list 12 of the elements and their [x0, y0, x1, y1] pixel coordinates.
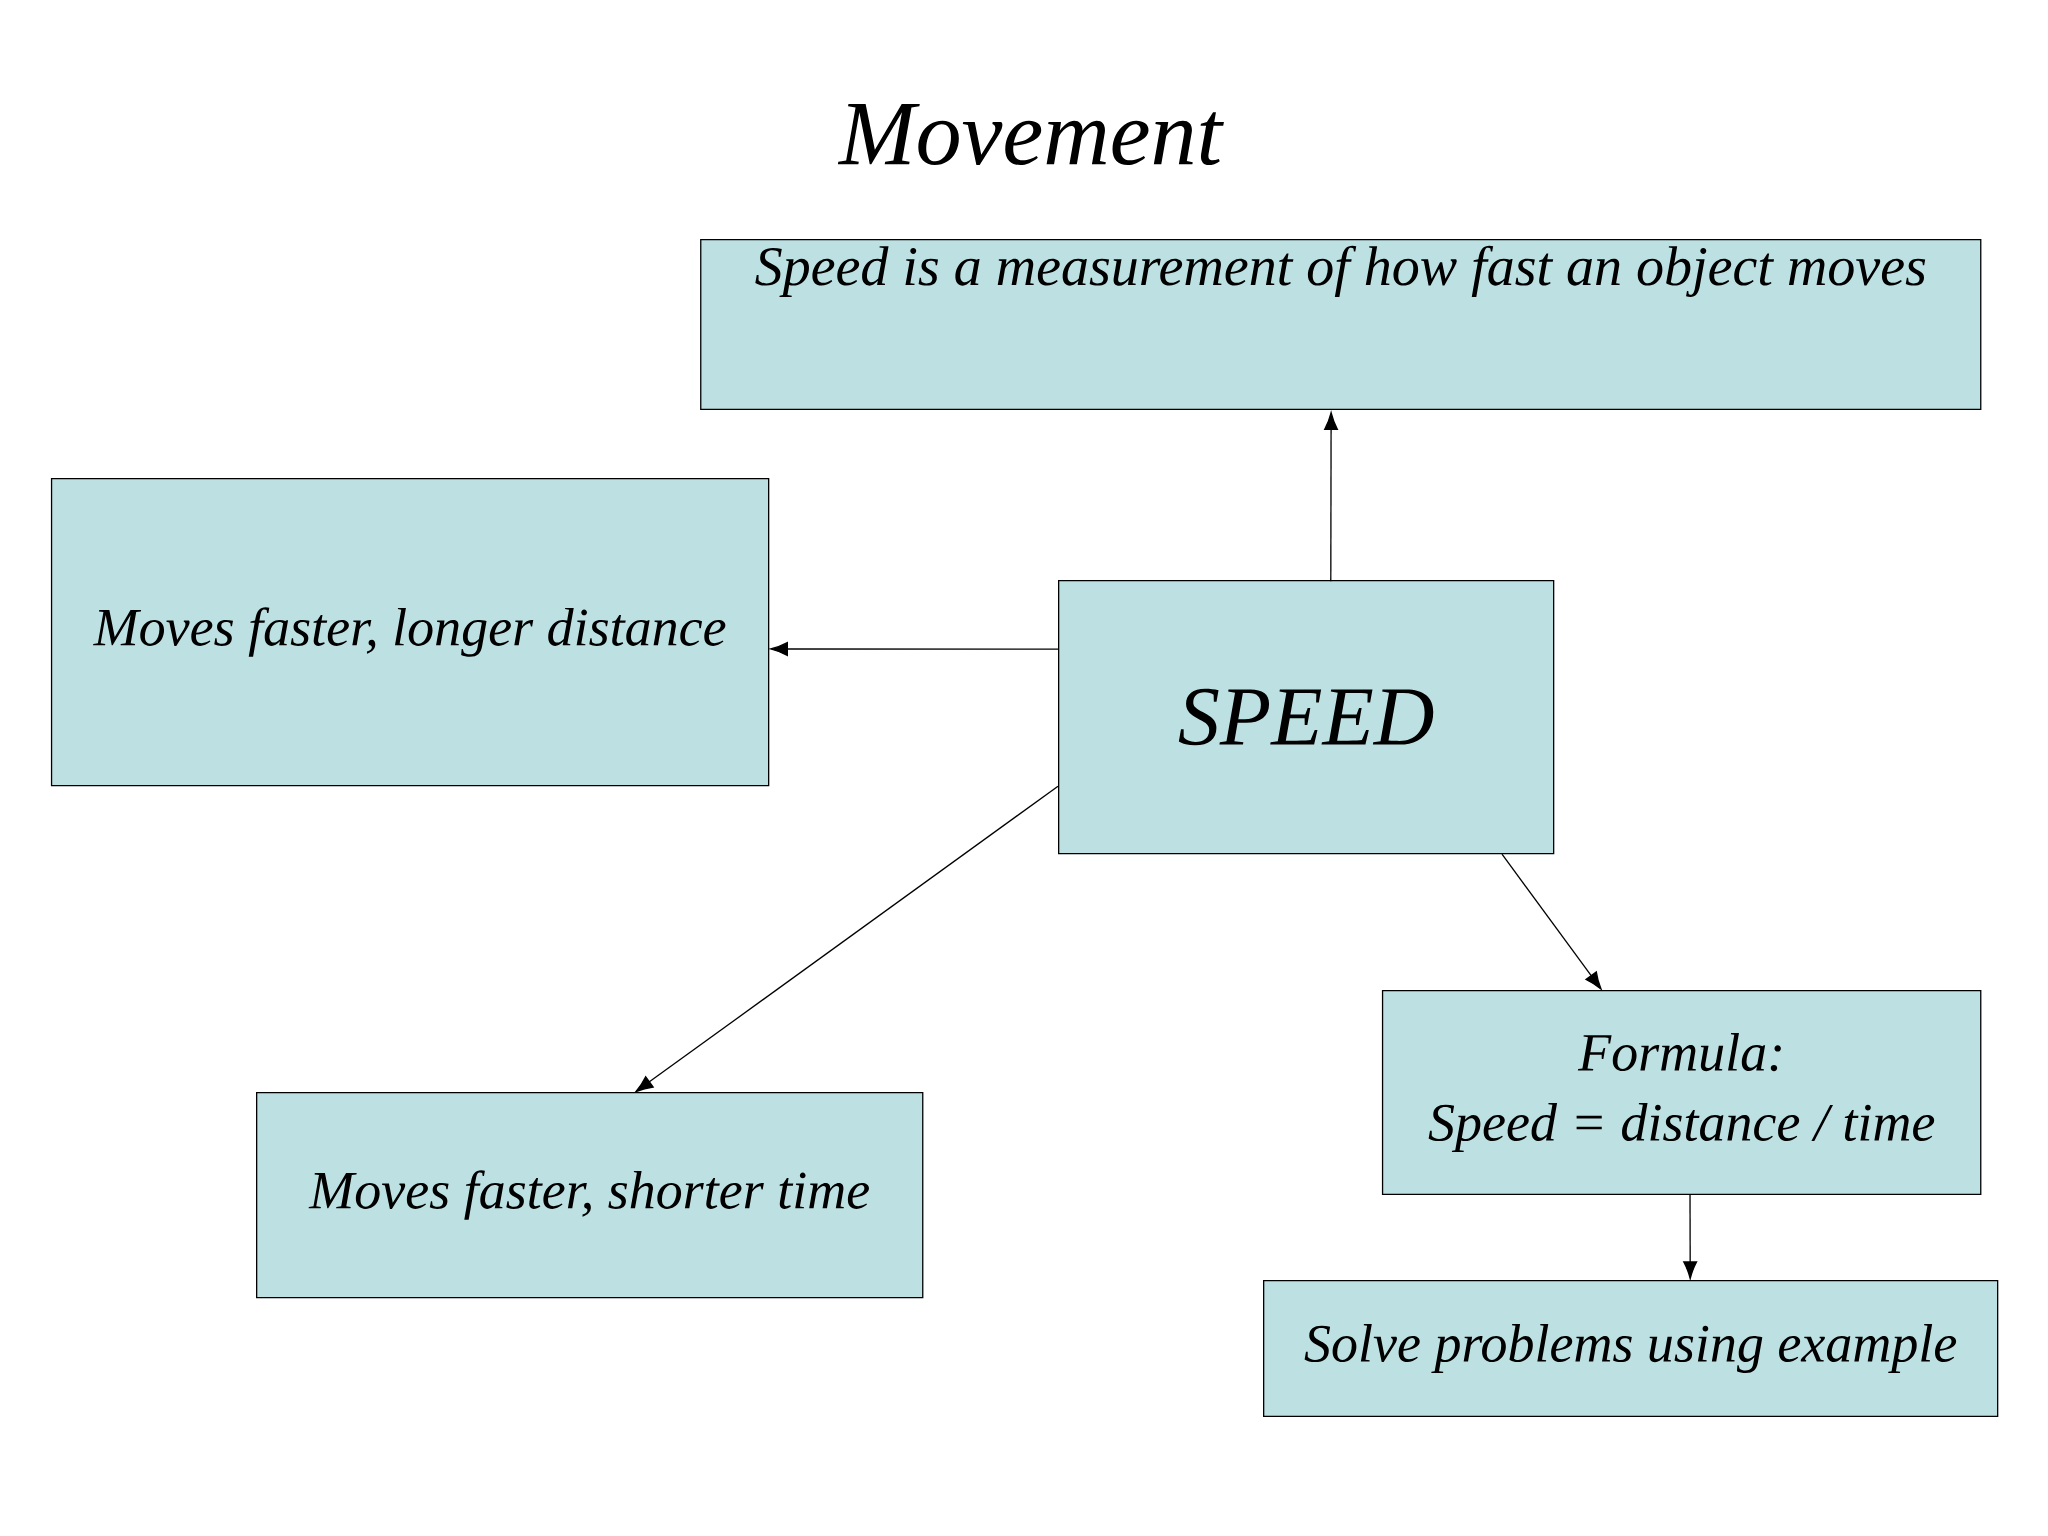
text-box: Speed is a measurement of how fast an object moves [700, 239, 1982, 411]
text-box: Solve problems using example [1263, 1280, 1999, 1418]
text-box: SPEED [1058, 579, 1555, 855]
arrow [1501, 853, 1602, 990]
arrow [1683, 1194, 1698, 1280]
text-box: Formula: Speed = distance / time [1381, 990, 1982, 1196]
arrow [1324, 412, 1339, 582]
arrow [635, 785, 1059, 1093]
arrow [770, 642, 1059, 656]
title: Movement [837, 103, 1224, 166]
text-box: Moves faster, shorter time [256, 1091, 924, 1299]
text-box: Moves faster, longer distance [50, 478, 770, 787]
